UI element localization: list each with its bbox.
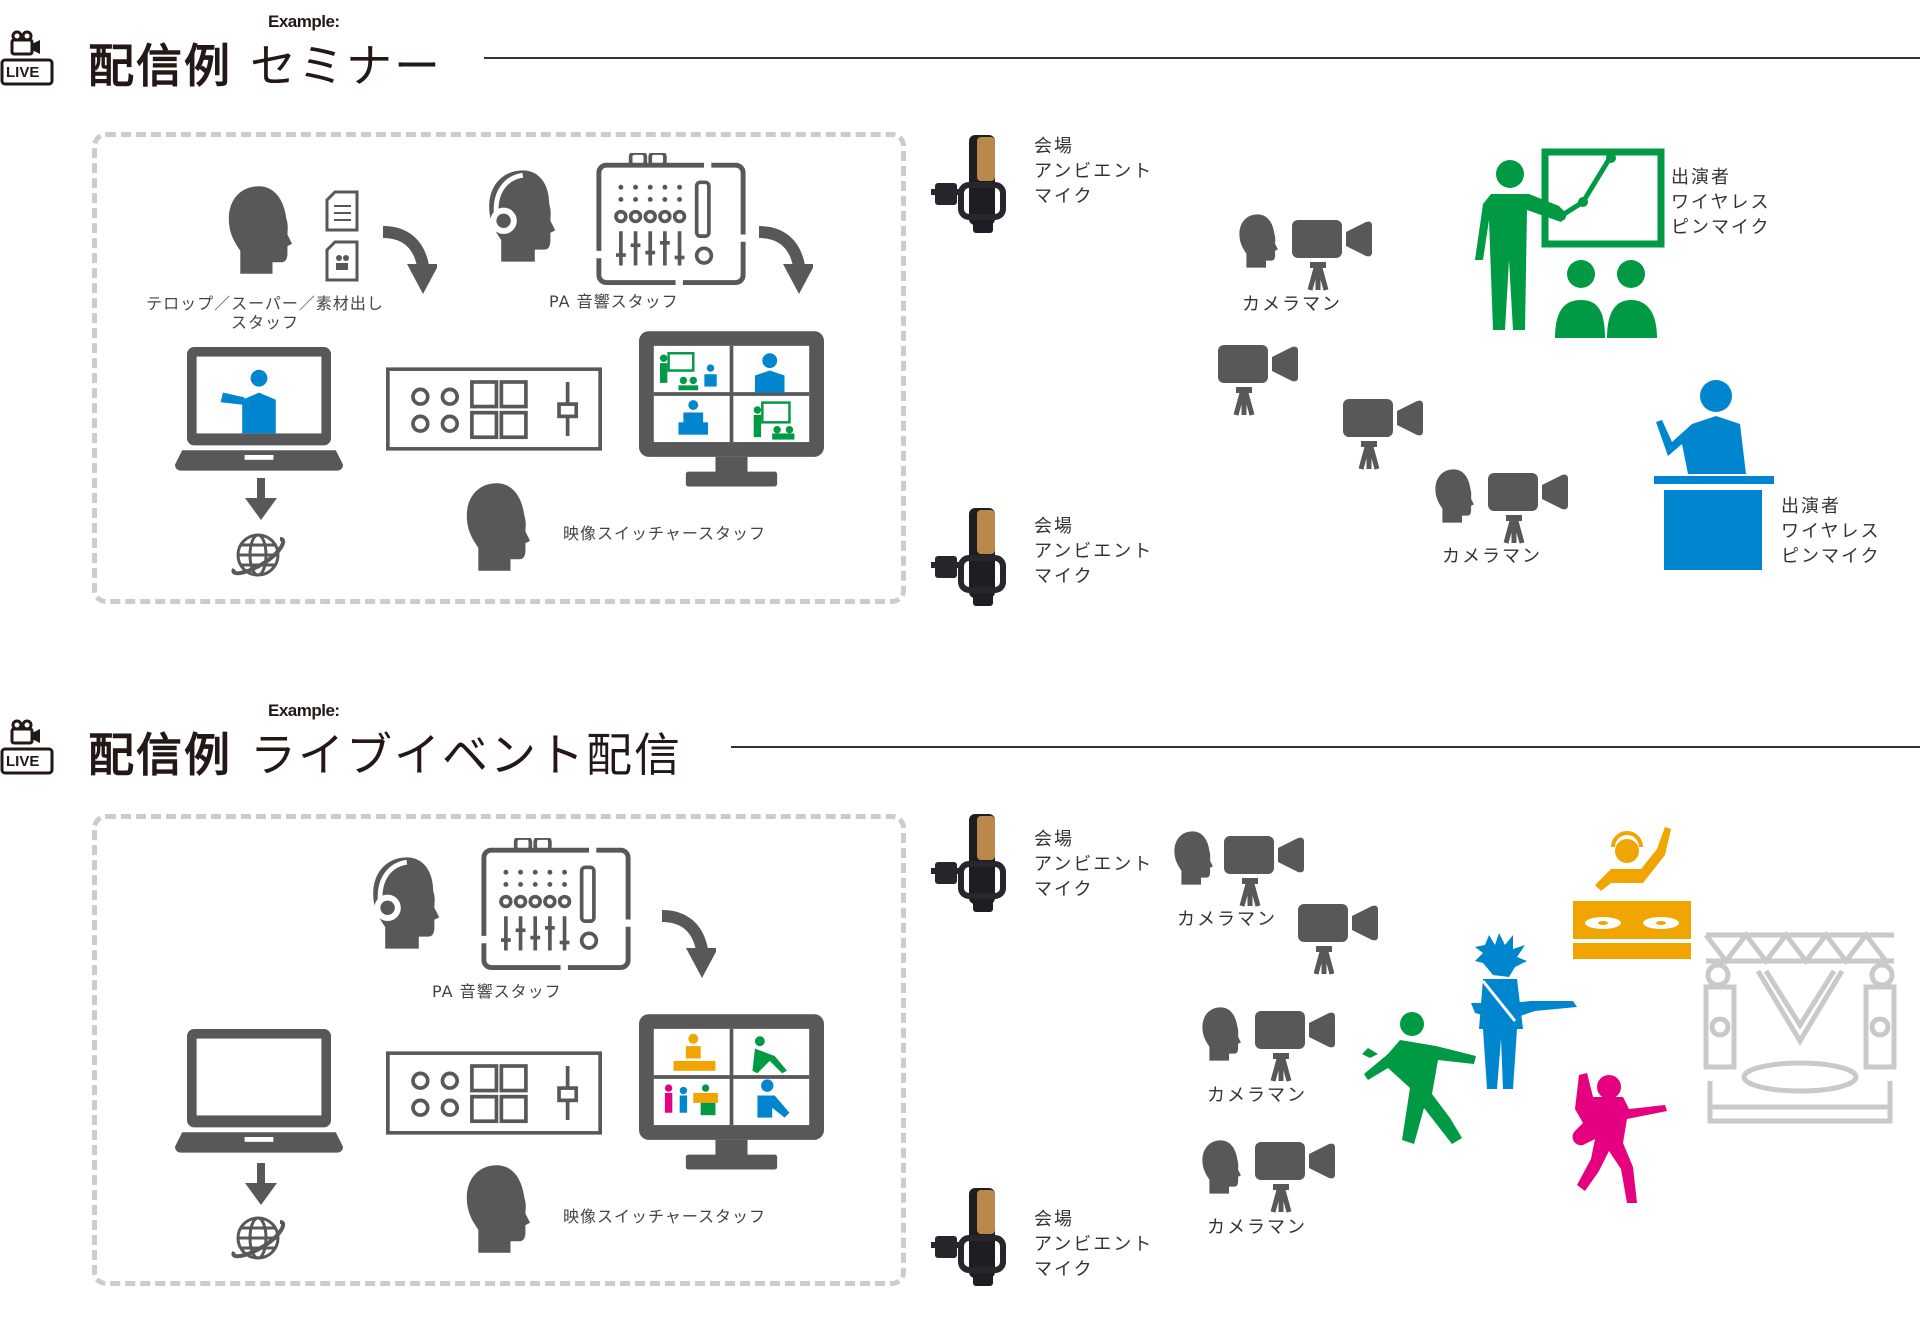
video-camera-icon: [1488, 473, 1570, 545]
multiview-monitor-icon: [639, 331, 824, 489]
live-camera-icon: LIVE: [0, 719, 55, 775]
ambient-mic-label: 会場 アンビエント マイク: [1034, 829, 1154, 900]
singer-icon: [1362, 1012, 1476, 1144]
audio-mixer-icon: [481, 838, 631, 970]
pa-staff-label: PA 音響スタッフ: [549, 292, 679, 311]
title-sub: セミナー: [250, 39, 442, 93]
video-camera-icon: [1292, 220, 1374, 292]
cameraman-label: カメラマン: [1177, 909, 1277, 930]
section-title: 配信例セミナー: [88, 30, 442, 96]
video-switcher-icon: [386, 367, 602, 451]
telop-staff-label: テロップ／スーパー／素材出し スタッフ: [130, 294, 400, 332]
cameraman-head-icon: [1433, 468, 1477, 524]
laptop-icon: [175, 1029, 343, 1155]
pa-staff-headphone-icon: [482, 166, 566, 266]
cameraman-head-icon: [1172, 830, 1216, 886]
telop-staff-head-icon: [222, 184, 300, 276]
title-main: 配信例: [88, 728, 232, 782]
laptop-icon: [175, 347, 343, 473]
live-camera-icon: LIVE: [0, 30, 55, 86]
guitarist-icon: [1471, 933, 1577, 1089]
ambient-microphone-icon: [931, 814, 1021, 914]
video-camera-icon: [1255, 1142, 1337, 1214]
ambient-microphone-icon: [931, 1188, 1021, 1288]
video-camera-icon: [1218, 345, 1300, 417]
multiview-monitor-icon: [639, 1014, 824, 1172]
cameraman-head-icon: [1200, 1139, 1244, 1195]
arrow-icon: [759, 222, 813, 294]
video-camera-icon: [1343, 399, 1425, 471]
arrow-icon: [383, 222, 437, 294]
switcher-staff-head-icon: [459, 481, 539, 573]
dj-icon: [1573, 827, 1691, 959]
presenter-podium-icon: [1654, 380, 1774, 570]
ambient-microphone-icon: [931, 508, 1021, 608]
audio-mixer-icon: [596, 153, 746, 285]
internet-globe-icon: [230, 527, 286, 583]
title-rule: [484, 57, 1920, 59]
document-video-files-icon: [325, 190, 361, 282]
example-label: Example:: [268, 701, 340, 720]
cameraman-label: カメラマン: [1442, 546, 1542, 567]
ambient-mic-label: 会場 アンビエント マイク: [1034, 136, 1154, 207]
performer-mic-label: 出演者 ワイヤレス ピンマイク: [1671, 167, 1771, 238]
performer-mic-label: 出演者 ワイヤレス ピンマイク: [1781, 496, 1881, 567]
down-arrow-icon: [245, 1163, 277, 1205]
switcher-staff-head-icon: [459, 1163, 539, 1255]
title-rule: [731, 746, 1920, 748]
switcher-staff-label: 映像スイッチャースタッフ: [563, 1207, 767, 1226]
ambient-mic-label: 会場 アンビエント マイク: [1034, 516, 1154, 587]
stage-truss-icon: [1703, 930, 1897, 1124]
live-icon-text: LIVE: [6, 64, 40, 81]
video-camera-icon: [1298, 904, 1380, 976]
example-label: Example:: [268, 12, 340, 31]
live-icon-text: LIVE: [6, 753, 40, 770]
cameraman-label: カメラマン: [1207, 1217, 1307, 1238]
title-main: 配信例: [88, 39, 232, 93]
cameraman-head-icon: [1200, 1006, 1244, 1062]
switcher-staff-label: 映像スイッチャースタッフ: [563, 524, 767, 543]
pa-staff-label: PA 音響スタッフ: [432, 982, 562, 1001]
cameraman-label: カメラマン: [1242, 294, 1342, 315]
title-sub: ライブイベント配信: [250, 728, 682, 782]
control-room-box: [92, 814, 906, 1286]
telop-staff-line1: テロップ／スーパー／素材出し: [146, 294, 384, 313]
video-camera-icon: [1255, 1011, 1337, 1083]
presenter-whiteboard-icon: [1475, 148, 1665, 338]
arrow-icon: [662, 906, 716, 978]
video-camera-icon: [1224, 836, 1306, 908]
down-arrow-icon: [245, 478, 277, 520]
ambient-mic-label: 会場 アンビエント マイク: [1034, 1209, 1154, 1280]
video-switcher-icon: [386, 1051, 602, 1135]
guitarist-icon: [1572, 1073, 1667, 1203]
pa-staff-headphone-icon: [366, 853, 450, 953]
internet-globe-icon: [230, 1210, 286, 1266]
telop-staff-line2: スタッフ: [230, 313, 299, 332]
cameraman-head-icon: [1237, 213, 1281, 269]
cameraman-label: カメラマン: [1207, 1085, 1307, 1106]
ambient-microphone-icon: [931, 135, 1021, 235]
control-room-box: [92, 132, 906, 604]
section-title: 配信例ライブイベント配信: [88, 719, 682, 785]
